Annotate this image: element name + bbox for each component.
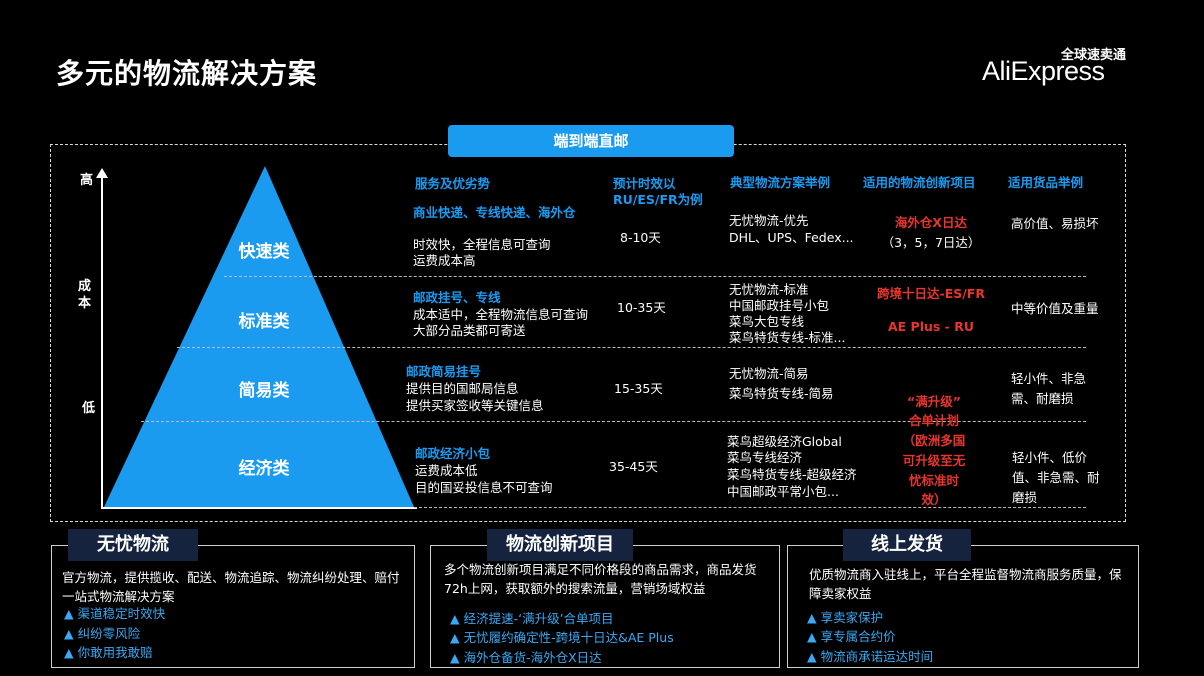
box3-bullet: ▲ 享卖家保护 (807, 610, 884, 625)
logo-en-text: AliExpress (982, 56, 1105, 86)
aliexpress-logo: 全球速卖通 AliExpress (982, 44, 1132, 88)
row4-innovation: 合单计划 (908, 413, 959, 428)
row2-example: 无忧物流-标准 (729, 282, 809, 297)
row-separator-2 (177, 347, 1086, 348)
row4-service-line: 目的国妥投信息不可查询 (415, 480, 553, 495)
row2-innovation: 跨境十日达-ES/FR (877, 286, 985, 301)
row3-service-line: 提供目的国邮局信息 (406, 381, 519, 396)
pyramid-label-economy: 经济类 (238, 459, 290, 479)
row4-goods: 轻小件、低价 (1012, 450, 1088, 465)
axis-arrow-icon (96, 168, 108, 178)
row4-innovation: 效） (921, 492, 947, 507)
row1-innovation-days: （3，5，7日达） (881, 235, 981, 250)
box3-bullet: ▲ 享专属合约价 (807, 629, 896, 644)
row4-innovation: “满升级” (907, 394, 961, 409)
row3-service-title: 邮政简易挂号 (406, 364, 482, 379)
header-goods: 适用货品举例 (1008, 175, 1084, 190)
row1-innovation: 海外仓X日达 (894, 215, 968, 230)
box2-bullet: ▲ 经济提速-‘满升级’合单项目 (450, 611, 614, 626)
row3-goods: 需、耐磨损 (1011, 391, 1074, 406)
row2-example: 菜鸟特货专线-标准... (729, 330, 846, 345)
row4-innovation: 可升级至无 (902, 453, 966, 468)
axis-label-low: 低 (82, 401, 96, 416)
row3-time: 15-35天 (614, 381, 663, 396)
pyramid-label-fast: 快速类 (238, 242, 290, 262)
axis-baseline (101, 507, 417, 509)
row2-service-line: 大部分品类都可寄送 (413, 323, 526, 338)
row4-innovation: （欧洲多国 (902, 433, 966, 448)
row2-service-title: 邮政挂号、专线 (413, 290, 501, 305)
page-title: 多元的物流解决方案 (56, 57, 318, 90)
axis-label-cost: 成本 (78, 279, 92, 311)
row4-service-title: 邮政经济小包 (415, 446, 491, 461)
row1-example: 无忧物流-优先 (729, 213, 809, 228)
row4-service-line: 运费成本低 (415, 463, 478, 478)
row4-example: 中国邮政平常小包... (727, 484, 839, 499)
row3-example: 菜鸟特货专线-简易 (729, 386, 834, 401)
row4-innovation: 忧标准时 (908, 473, 959, 488)
row3-example: 无忧物流-简易 (729, 366, 809, 381)
box3-title: 线上发货 (843, 529, 971, 561)
banner-end-to-end: 端到端直邮 (448, 125, 734, 157)
box1-text: 官方物流，提供揽收、配送、物流追踪、物流纠纷处理、赔付一站式物流解决方案 (62, 570, 400, 604)
logo-cn-text: 全球速卖通 (1060, 48, 1126, 63)
row3-service-line: 提供买家签收等关键信息 (406, 398, 544, 413)
box2-bullet: ▲ 海外仓备货-海外仓X日达 (450, 650, 602, 665)
box2-title: 物流创新项目 (487, 529, 633, 561)
header-service: 服务及优劣势 (415, 176, 491, 191)
row1-goods: 高价值、易损坏 (1011, 216, 1099, 231)
row2-time: 10-35天 (617, 300, 666, 315)
row1-service-title: 商业快递、专线快递、海外仓 (413, 205, 576, 220)
box3-bullet: ▲ 物流商承诺运达时间 (807, 649, 934, 664)
box1-bullet: ▲ 你敢用我敢赔 (64, 645, 153, 660)
box2-text: 多个物流创新项目满足不同价格段的商品需求，商品发货72h上网，获取额外的搜索流量… (444, 562, 757, 596)
row4-goods: 磨损 (1012, 490, 1038, 505)
row1-service-line: 运费成本高 (413, 253, 476, 268)
row2-goods: 中等价值及重量 (1011, 301, 1099, 316)
row4-example: 菜鸟专线经济 (727, 450, 803, 465)
row1-example: DHL、UPS、Fedex... (729, 230, 854, 245)
box1-bullet: ▲ 渠道稳定时效快 (64, 606, 166, 621)
row2-innovation: AE Plus - RU (887, 319, 975, 334)
pyramid-label-standard: 标准类 (238, 312, 290, 332)
pyramid-label-simple: 简易类 (238, 381, 290, 401)
header-innovation: 适用的物流创新项目 (863, 175, 976, 190)
row4-example: 菜鸟超级经济Global (727, 434, 842, 449)
header-time: 预计时效以RU/ES/FR为例 (613, 176, 703, 207)
box1-bullet: ▲ 纠纷零风险 (64, 626, 141, 641)
row4-example: 菜鸟特货专线-超级经济 (727, 467, 857, 482)
box3-text: 优质物流商入驻线上，平台全程监督物流商服务质量，保障卖家权益 (809, 567, 1122, 601)
row1-service-line: 时效快，全程信息可查询 (413, 237, 551, 252)
row-separator-4 (414, 507, 1086, 508)
row4-goods: 值、非急需、耐 (1012, 470, 1100, 485)
box2-bullet: ▲ 无忧履约确定性-跨境十日达&AE Plus (450, 630, 674, 645)
box1-title: 无忧物流 (68, 529, 198, 561)
row2-example: 中国邮政挂号小包 (729, 298, 830, 313)
row1-time: 8-10天 (620, 230, 661, 245)
row2-example: 菜鸟大包专线 (729, 314, 805, 329)
cost-axis-line (101, 176, 103, 508)
row3-goods: 轻小件、非急 (1011, 371, 1087, 386)
box-worry-free-logistics (51, 545, 415, 668)
header-example: 典型物流方案举例 (730, 175, 831, 190)
row2-service-line: 成本适中，全程物流信息可查询 (413, 307, 589, 322)
row-separator-3 (141, 421, 1086, 422)
axis-label-high: 高 (80, 173, 94, 188)
row-separator-1 (224, 276, 1086, 277)
row4-time: 35-45天 (609, 459, 658, 474)
